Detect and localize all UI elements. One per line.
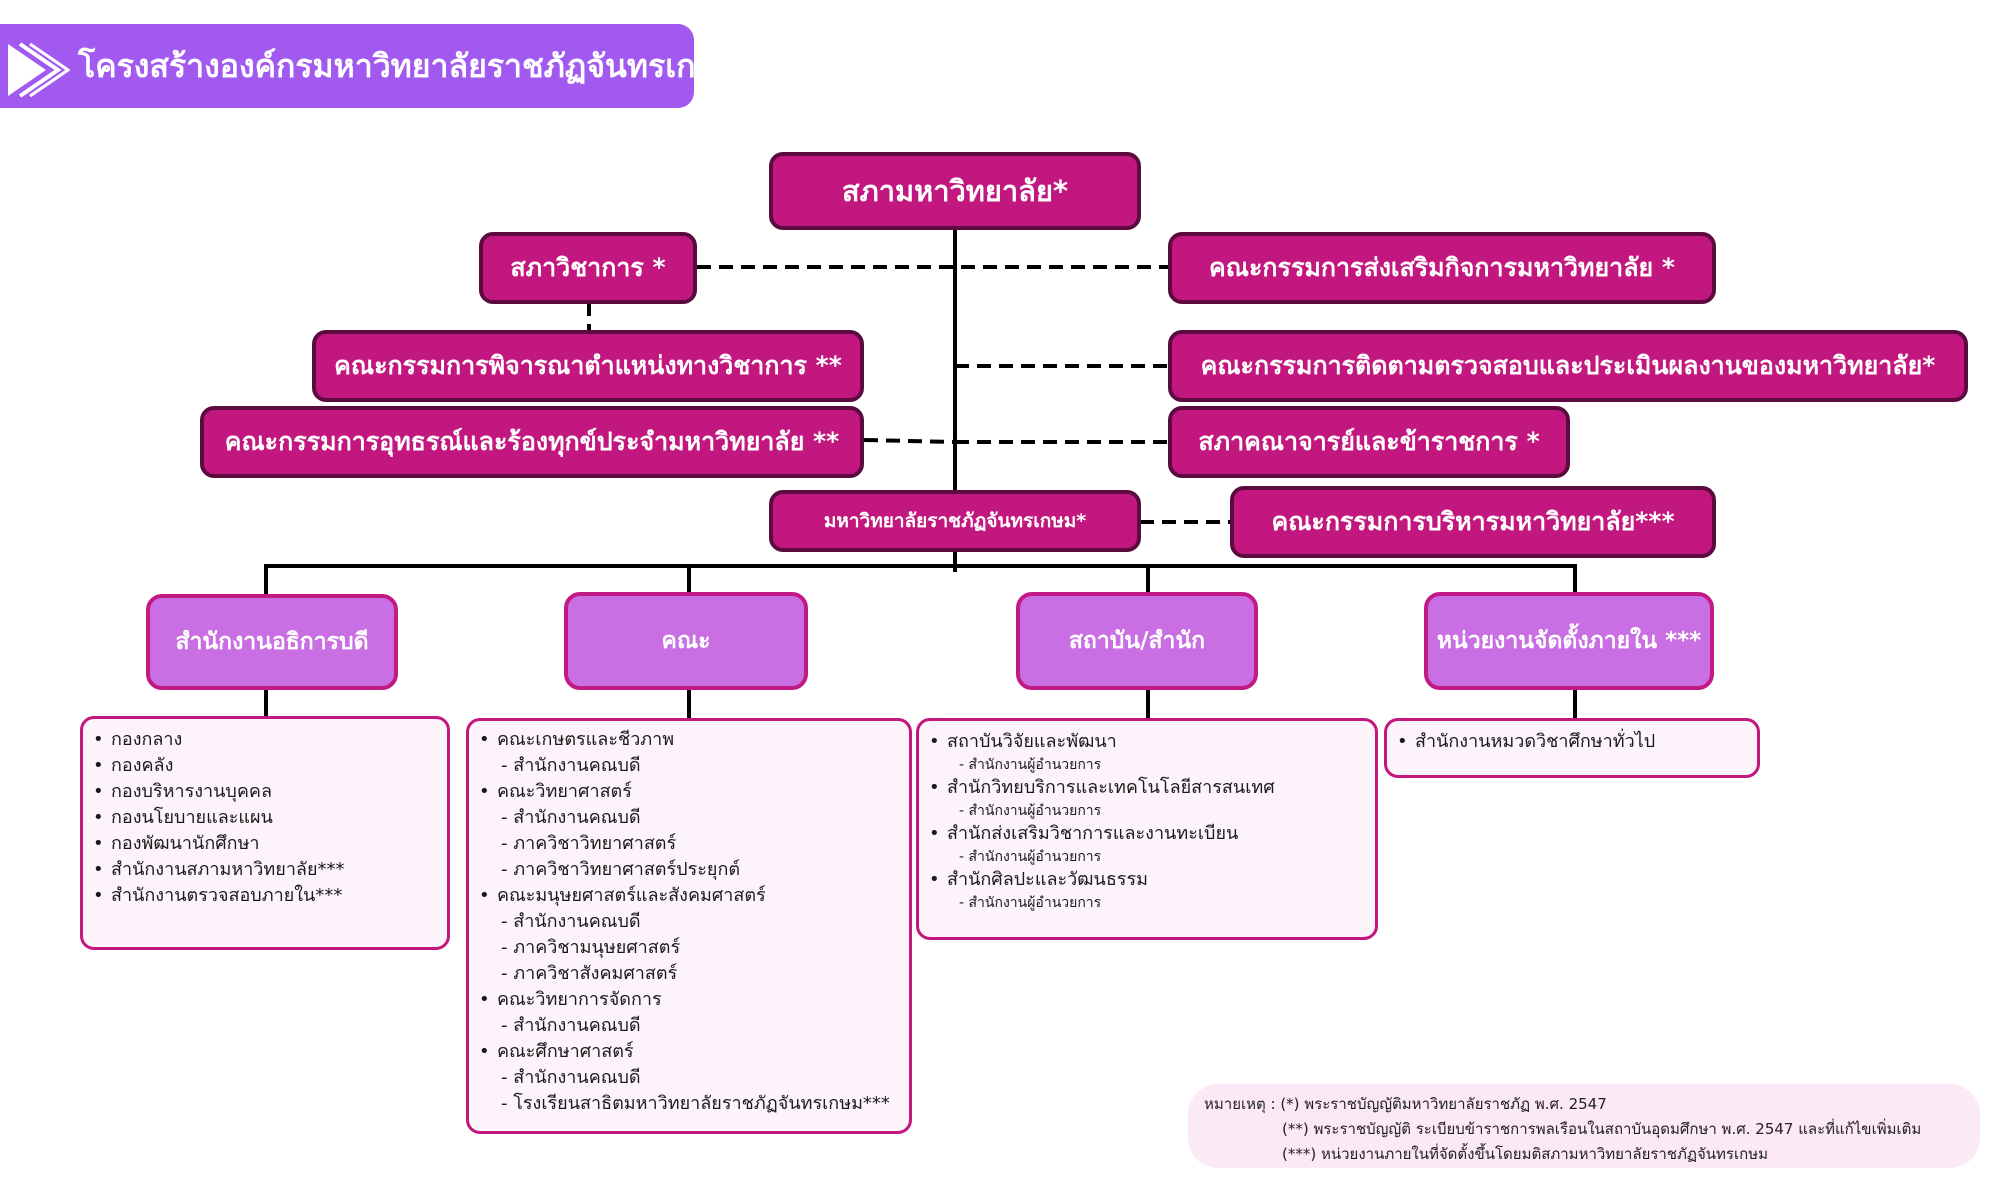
list-item: •สำนักส่งเสริมวิชาการและงานทะเบียน: [929, 823, 1239, 844]
list-item: •สำนักงานสภามหาวิทยาลัย***: [93, 859, 345, 880]
list-item-label: กองกลาง: [111, 729, 183, 750]
council-box: สภามหาวิทยาลัย*: [769, 152, 1141, 230]
list-item-label: คณะวิทยาศาสตร์: [497, 781, 632, 802]
appeal-committee-box: คณะกรรมการอุทธรณ์และร้องทุกข์ประจำมหาวิท…: [200, 406, 864, 478]
list-sub-item: - สำนักงานคณบดี: [501, 807, 641, 828]
list-item: •กองคลัง: [93, 755, 174, 776]
academic-council-box: สภาวิชาการ *: [479, 232, 697, 304]
category-faculties: คณะ: [564, 592, 808, 690]
list-sub-item: - สำนักงานผู้อำนวยการ: [959, 757, 1102, 773]
list-item-label: คณะศึกษาศาสตร์: [497, 1041, 634, 1062]
list-item: • คณะวิทยาศาสตร์: [479, 781, 632, 802]
list-item: •คณะวิทยาการจัดการ: [479, 989, 662, 1010]
list-sub-item: - สำนักงานผู้อำนวยการ: [959, 849, 1102, 865]
list-item-label: สำนักศิลปะและวัฒนธรรม: [947, 869, 1149, 890]
category-president-office: สำนักงานอธิการบดี: [146, 594, 398, 690]
footnote-line: หมายเหตุ : (*) พระราชบัญญัติมหาวิทยาลัยร…: [1204, 1095, 1607, 1113]
list-item: •สำนักงานหมวดวิชาศึกษาทั่วไป: [1397, 731, 1656, 752]
promotion-committee-box: คณะกรรมการส่งเสริมกิจการมหาวิทยาลัย *: [1168, 232, 1716, 304]
list-sub-item: - ภาควิชาสังคมศาสตร์: [501, 963, 678, 984]
footnote-line: (**) พระราชบัญญัติ ระเบียบข้าราชการพลเรื…: [1282, 1120, 1922, 1138]
monitoring-committee-box: คณะกรรมการติดตามตรวจสอบและประเมินผลงานขอ…: [1168, 330, 1968, 402]
list-item-label: คณะเกษตรและชีวภาพ: [497, 729, 675, 750]
faculty-senate-box: สภาคณาจารย์และข้าราชการ *: [1168, 406, 1570, 478]
category-institutes: สถาบัน/สำนัก: [1016, 592, 1258, 690]
list-item-label: คณะวิทยาการจัดการ: [497, 989, 662, 1010]
list-item: •สำนักงานตรวจสอบภายใน***: [93, 885, 343, 906]
list-sub-item: - สำนักงานคณบดี: [501, 755, 641, 776]
list-item-label: สถาบันวิจัยและพัฒนา: [947, 731, 1117, 752]
list-item: •กองพัฒนานักศึกษา: [93, 833, 260, 854]
category-internal-units: หน่วยงานจัดตั้งภายใน ***: [1424, 592, 1714, 690]
institutes-list: •สถาบันวิจัยและพัฒนา - สำนักงานผู้อำนวยก…: [916, 718, 1378, 940]
list-item: •กองบริหารงานบุคคล: [93, 781, 272, 802]
internal-units-list: •สำนักงานหมวดวิชาศึกษาทั่วไป: [1384, 718, 1760, 778]
play-arrow-icon: [8, 42, 70, 98]
executive-committee-box: คณะกรรมการบริหารมหาวิทยาลัย***: [1230, 486, 1716, 558]
list-sub-item: - สำนักงานคณบดี: [501, 911, 641, 932]
list-item: •สถาบันวิจัยและพัฒนา: [929, 731, 1117, 752]
list-sub-item: - สำนักงานผู้อำนวยการ: [959, 803, 1102, 819]
list-item: •คณะมนุษยศาสตร์และสังคมศาสตร์: [479, 885, 766, 906]
list-item-label: กองคลัง: [111, 755, 174, 776]
list-sub-item: - สำนักงานคณบดี: [501, 1067, 641, 1088]
list-sub-item: - ภาควิชาวิทยาศาสตร์: [501, 833, 677, 854]
list-item: •กองกลาง: [93, 729, 183, 750]
list-item-label: สำนักส่งเสริมวิชาการและงานทะเบียน: [947, 823, 1239, 844]
list-item-label: สำนักงานสภามหาวิทยาลัย***: [111, 859, 345, 880]
list-item-label: สำนักงานตรวจสอบภายใน***: [111, 885, 343, 906]
footnote-line: (***) หน่วยงานภายในที่จัดตั้งขึ้นโดยมติส…: [1282, 1145, 1768, 1163]
footnote-box: หมายเหตุ : (*) พระราชบัญญัติมหาวิทยาลัยร…: [1188, 1084, 1980, 1168]
list-item: •สำนักศิลปะและวัฒนธรรม: [929, 869, 1149, 890]
list-item: •สำนักวิทยบริการและเทคโนโลยีสารสนเทศ: [929, 777, 1275, 798]
list-sub-item: - สำนักงานคณบดี: [501, 1015, 641, 1036]
list-item-label: คณะมนุษยศาสตร์และสังคมศาสตร์: [497, 885, 766, 906]
list-item-label: สำนักวิทยบริการและเทคโนโลยีสารสนเทศ: [947, 777, 1275, 798]
list-sub-item: - ภาควิชาวิทยาศาสตร์ประยุกต์: [501, 859, 741, 880]
list-item-label: กองพัฒนานักศึกษา: [111, 833, 260, 854]
list-sub-item: - โรงเรียนสาธิตมหาวิทยาลัยราชภัฏจันทรเกษ…: [501, 1093, 890, 1114]
academic-position-committee-box: คณะกรรมการพิจารณาตำแหน่งทางวิชาการ **: [312, 330, 864, 402]
page-title: โครงสร้างองค์กรมหาวิทยาลัยราชภัฏจันทรเกษ…: [78, 46, 738, 85]
list-item: •คณะเกษตรและชีวภาพ: [479, 729, 675, 750]
list-item-label: สำนักงานหมวดวิชาศึกษาทั่วไป: [1415, 731, 1656, 752]
list-item: •คณะศึกษาศาสตร์: [479, 1041, 634, 1062]
list-item-label: กองบริหารงานบุคคล: [111, 781, 272, 802]
list-item: •กองนโยบายและแผน: [93, 807, 273, 828]
faculties-list: •คณะเกษตรและชีวภาพ - สำนักงานคณบดี • คณะ…: [466, 718, 912, 1134]
president-office-list: •กองกลาง •กองคลัง •กองบริหารงานบุคคล •กอ…: [80, 716, 450, 950]
list-item-label: กองนโยบายและแผน: [111, 807, 273, 828]
list-sub-item: - สำนักงานผู้อำนวยการ: [959, 895, 1102, 911]
university-box: มหาวิทยาลัยราชภัฏจันทรเกษม*: [769, 490, 1141, 552]
header-bar: โครงสร้างองค์กรมหาวิทยาลัยราชภัฏจันทรเกษ…: [0, 24, 738, 108]
list-sub-item: - ภาควิชามนุษยศาสตร์: [501, 937, 681, 958]
